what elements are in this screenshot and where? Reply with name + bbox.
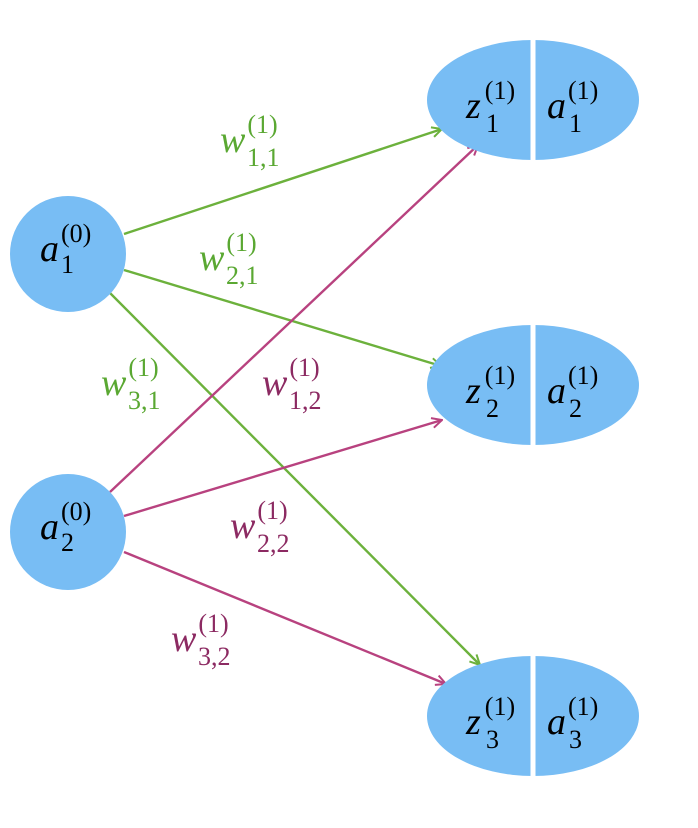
hidden-layer: z(1)1 a(1)1 z(1)2 a(1)2 z(1)3 a(1)3 xyxy=(427,38,639,778)
weight-label-w22: w(1)2,2 xyxy=(230,496,290,558)
input-node-a2: a(0)2 xyxy=(10,474,126,590)
hidden-node-1-z-label: z(1)1 xyxy=(465,76,515,138)
input-node-a1: a(0)1 xyxy=(10,196,126,312)
hidden-node-2-z-label: z(1)2 xyxy=(465,361,515,423)
hidden-node-1: z(1)1 a(1)1 xyxy=(427,38,639,162)
hidden-node-3-a-label: a(1)3 xyxy=(547,692,598,754)
input-layer: a(0)1 a(0)2 xyxy=(10,196,126,590)
weight-label-w21: w(1)2,1 xyxy=(199,228,259,290)
edge-a1-to-z2 xyxy=(123,268,441,366)
weight-label-w32: w(1)3,2 xyxy=(171,609,231,671)
weight-label-w31: w(1)3,1 xyxy=(101,353,161,415)
weight-label-w11: w(1)1,1 xyxy=(220,110,280,172)
weight-labels: w(1)1,1 w(1)2,1 w(1)3,1 w(1)1,2 w(1)2,2 … xyxy=(101,110,322,671)
edges xyxy=(109,129,480,684)
input-node-a2-label: a(0)2 xyxy=(40,497,91,557)
edge-a2-to-z2 xyxy=(123,420,442,518)
hidden-node-1-a-label: a(1)1 xyxy=(547,76,598,138)
hidden-node-3-z-label: z(1)3 xyxy=(465,692,515,754)
edge-a1-to-z3 xyxy=(109,292,480,665)
edge-a2-to-z3 xyxy=(123,550,446,684)
input-node-a1-label: a(0)1 xyxy=(40,219,91,279)
hidden-node-2: z(1)2 a(1)2 xyxy=(427,323,639,447)
hidden-node-3: z(1)3 a(1)3 xyxy=(427,654,639,778)
weight-label-w12: w(1)1,2 xyxy=(262,353,322,415)
edge-a1-to-z1 xyxy=(123,129,442,236)
edge-a2-to-z1 xyxy=(109,145,478,493)
hidden-node-2-a-label: a(1)2 xyxy=(547,361,598,423)
